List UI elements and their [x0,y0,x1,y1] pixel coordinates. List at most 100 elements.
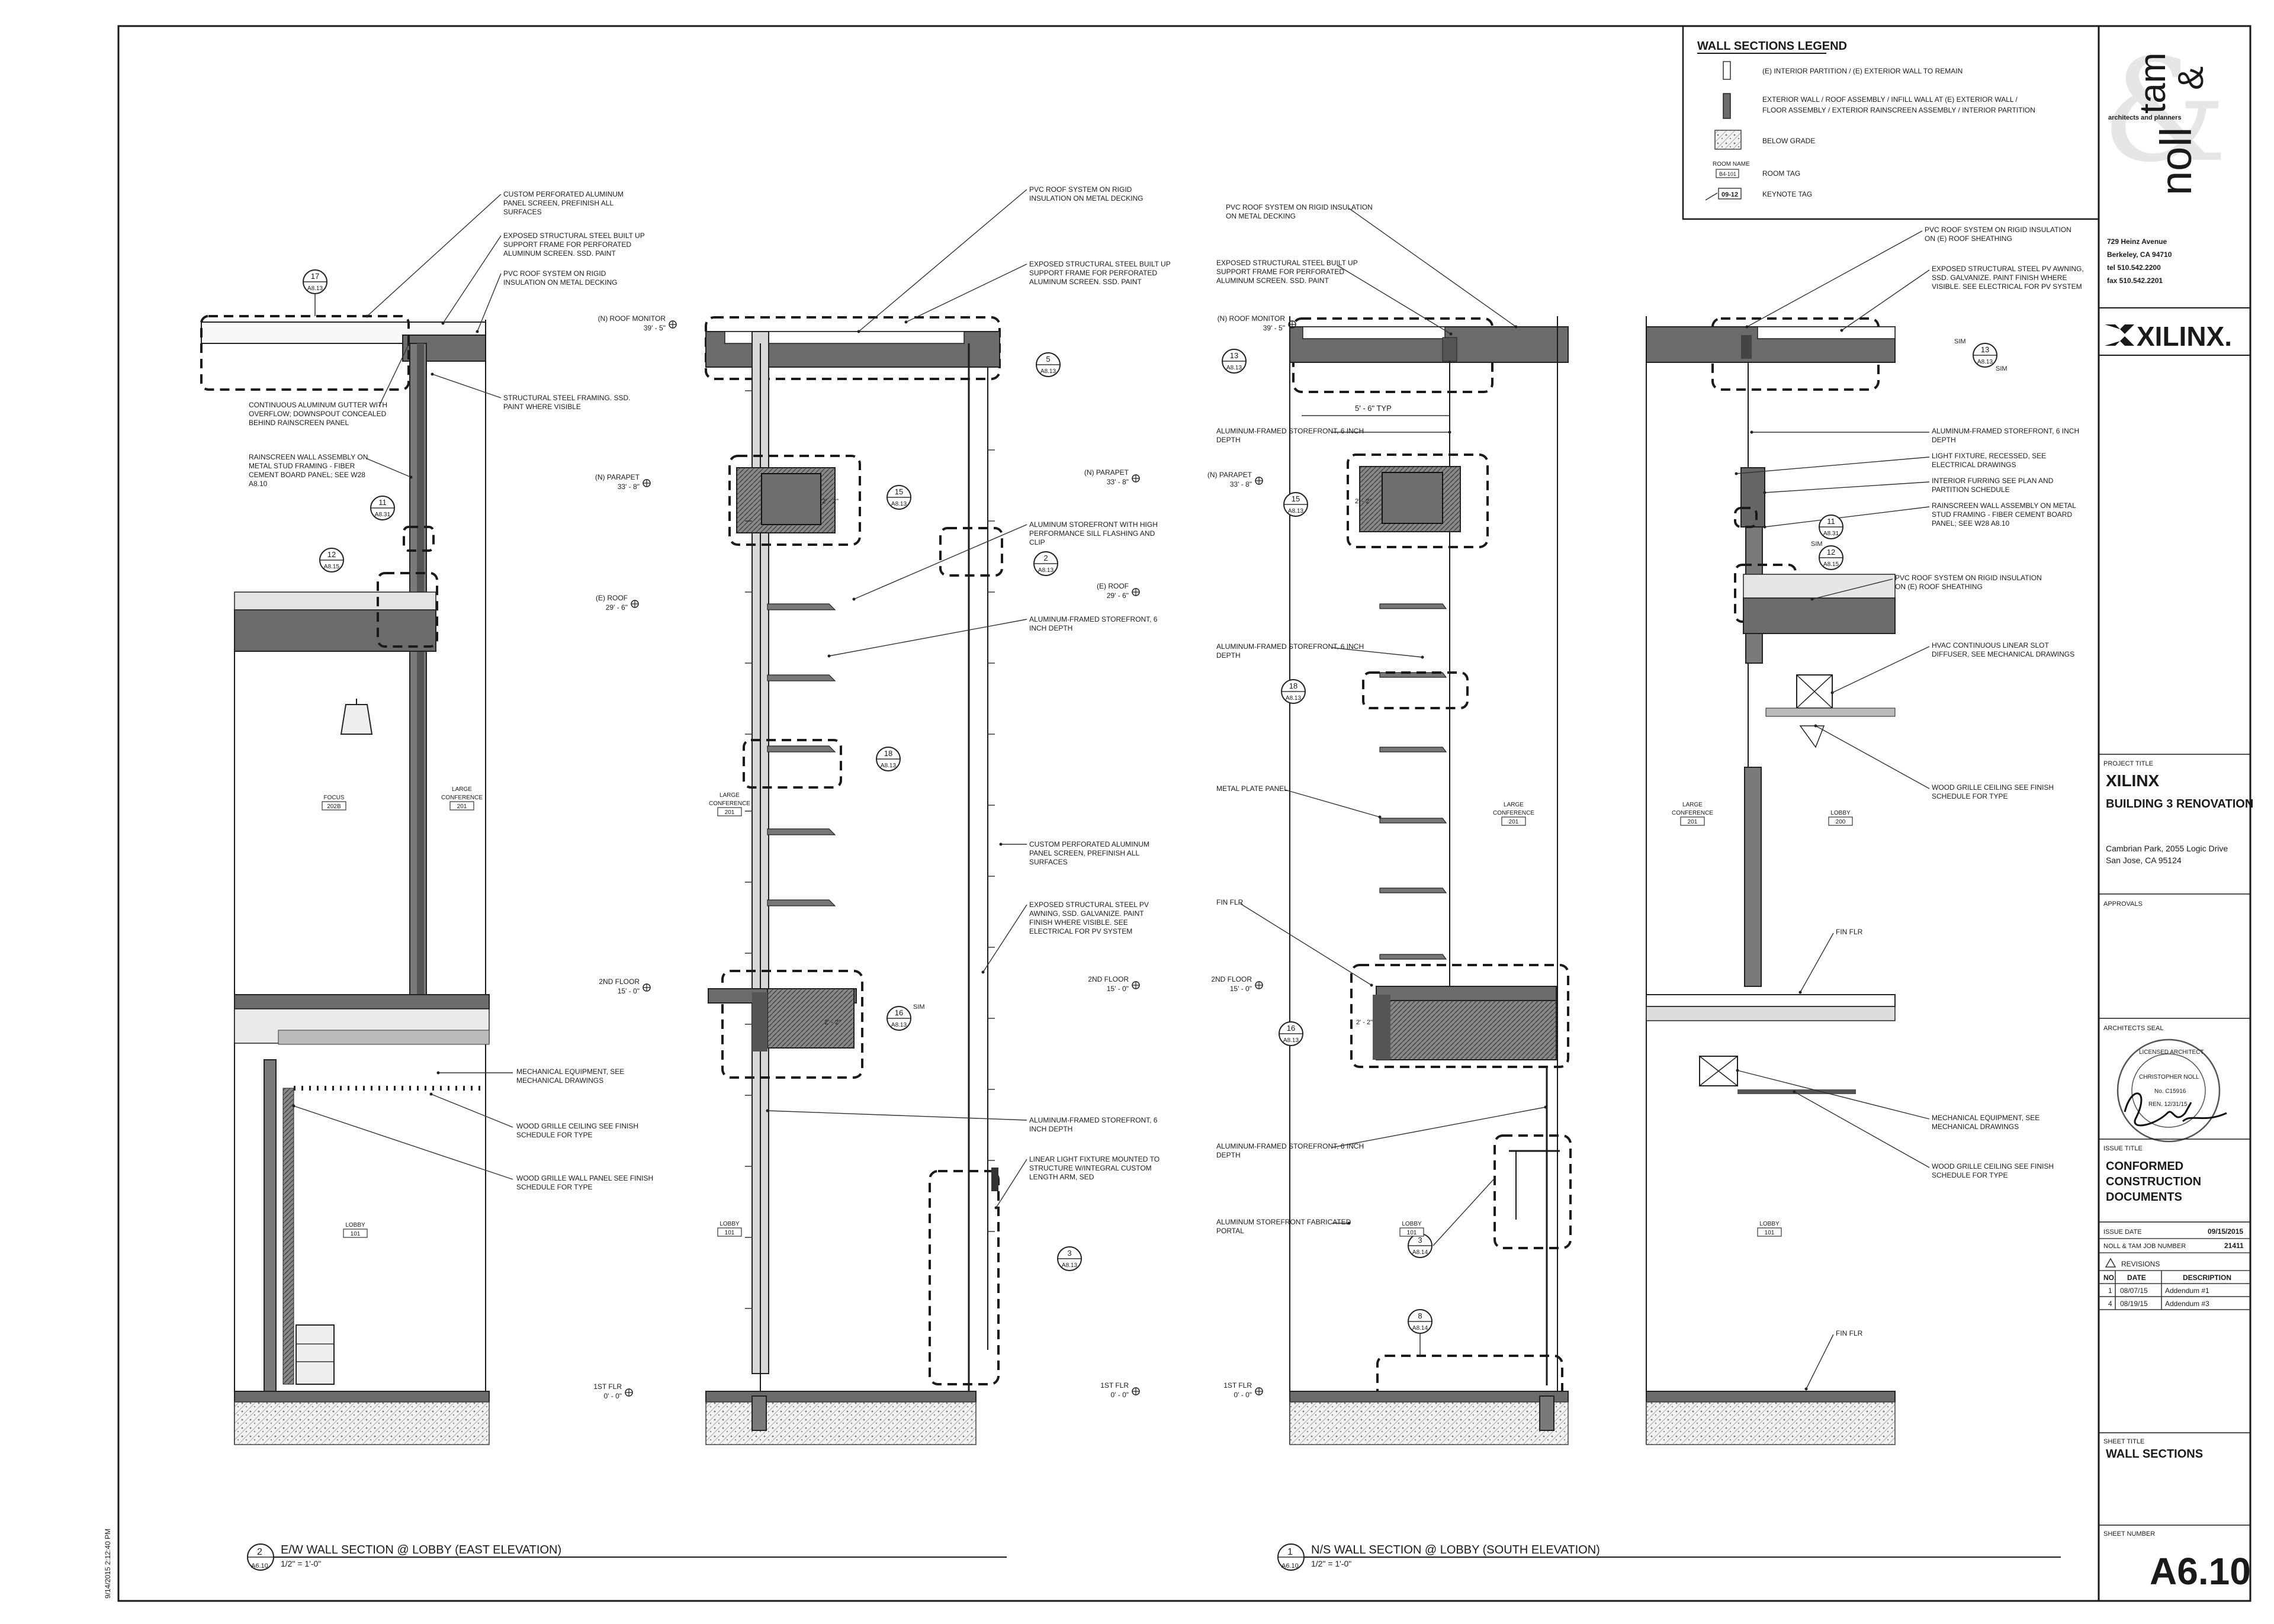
level-parapet-b-name: (N) PARAPET [1084,468,1129,477]
level-2nd-floor-c-name: 2ND FLOOR [1211,975,1252,983]
view-left-title: E/W WALL SECTION @ LOBBY (EAST ELEVATION… [281,1543,561,1557]
room-lobby-b-number: 101 [725,1230,735,1236]
note-s4-mech-line-2: MECHANICAL DRAWINGS [1932,1123,2019,1131]
note-s3-pvc-roof-line-2: ON METAL DECKING [1226,212,1296,220]
note-wood-grille-panel-line-2: SCHEDULE FOR TYPE [516,1183,592,1191]
note-s2-perforated-screen-leader-dot [999,842,1003,846]
note-s2-light-fixture-line-2: STRUCTURE W/INTEGRAL CUSTOM [1029,1164,1152,1172]
note-s3-storefront-mid-leader-dot [1421,655,1424,659]
note-s3-metal-plate-line-1: METAL PLATE PANEL [1216,784,1288,793]
callout-17-sheet-ref: A8.13 [307,285,323,292]
callout-16-b-number: 16 [1287,1024,1295,1033]
note-s2-perforated-screen-line-3: SURFACES [1029,858,1068,866]
callout-16-a-sheet-ref: A8.13 [891,1022,907,1028]
note-steel-support-line-2: SUPPORT FRAME FOR PERFORATED [503,240,631,249]
level-parapet-c-elev: 33' - 8" [1230,480,1252,488]
note-s4-grille-line-1: WOOD GRILLE CEILING SEE FINISH [1932,783,2054,792]
callout-3-b-sheet-ref: A8.14 [1412,1249,1428,1256]
note-s4-fin-flr-line-1: FIN FLR [1836,928,1863,936]
architect-seal: LICENSED ARCHITECT CHRISTOPHER NOLL No. … [2116,1038,2227,1143]
callout-15-a-number: 15 [895,487,903,496]
issue-title-label: ISSUE TITLE [2103,1145,2143,1152]
note-s4-rainscreen-line-2: STUD FRAMING - FIBER CEMENT BOARD [1932,510,2072,519]
room-large-conference-c-name-2: CONFERENCE [1493,810,1534,816]
callout-17-number: 17 [311,272,319,281]
note-s2-storefront-line-2: INCH DEPTH [1029,624,1072,632]
note-s2-light-fixture-leader [995,1159,1027,1208]
note-s3-storefront-low-leader [1332,1107,1546,1148]
note-s2-light-fixture-line-3: LENGTH ARM, SED [1029,1173,1094,1181]
sheet-title: WALL SECTIONS [2106,1448,2203,1461]
note-s4-pvc-roof-existing-line-1: PVC ROOF SYSTEM ON RIGID INSULATION [1895,574,2042,582]
note-s3-steel-support-leader-dot [1449,332,1453,336]
note-s4-rainscreen-line-1: RAINSCREEN WALL ASSEMBLY ON METAL [1932,501,2076,510]
note-s4-pvc-roof-leader-dot [1745,325,1749,329]
view-title-right: 1 A6.10 N/S WALL SECTION @ LOBBY (SOUTH … [1277,1543,2061,1571]
revisions-header-description: DESCRIPTION [2183,1274,2231,1282]
seal-name: CHRISTOPHER NOLL [2139,1074,2199,1080]
storefront-fin [1379,818,1447,824]
note-wood-grille-ceiling-line-1: WOOD GRILLE CEILING SEE FINISH [516,1122,638,1130]
note-s4-light-fixture-leader [1736,456,1930,474]
callout-11-a-number: 11 [378,498,387,507]
level-e-roof-a-elev: 29' - 6" [606,603,628,612]
revision-row-2-date: 08/19/15 [2120,1300,2148,1308]
view-left-scale: 1/2" = 1'-0" [281,1559,321,1568]
callout-16-a-number: 16 [895,1008,903,1017]
note-s4-grille-leader [1815,725,1930,789]
issue-line-3: DOCUMENTS [2106,1191,2182,1204]
room-large-conference-b-name-2: CONFERENCE [709,800,750,807]
dim-2-2-b: 2' - 2" [824,1019,841,1026]
note-structural-framing-leader [432,374,502,398]
firm-name-amp: & [2171,66,2211,90]
note-s4-grille-line-2: SCHEDULE FOR TYPE [1932,792,2008,800]
note-s4-rainscreen-leader-dot [1763,525,1766,529]
room-large-conference-b-number: 201 [725,809,735,816]
sim-label-c: SIM [1996,365,2008,372]
seal-ring-text: LICENSED ARCHITECT [2139,1049,2204,1056]
room-focus-number: 202B [327,803,341,810]
level-1st-floor-c-name: 1ST FLR [1223,1381,1252,1390]
dim-typ-label: 5' - 6" TYP [1355,404,1392,413]
note-s2-light-fixture-line-1: LINEAR LIGHT FIXTURE MOUNTED TO [1029,1155,1160,1163]
note-rainscreen-leader [365,458,412,478]
note-wood-grille-panel-leader [293,1105,513,1180]
note-s2-storefront-high-leader-dot [852,597,856,601]
callout-18-b-number: 18 [1289,681,1297,690]
seal-signature [2124,1092,2227,1127]
level-roof-monitor-b-name: (N) ROOF MONITOR [1218,314,1286,323]
room-large-conference-d-name-1: LARGE [1682,802,1703,808]
note-s4-furring-leader-dot [1763,491,1766,494]
callout-5-number: 5 [1046,355,1050,364]
storefront-fin [1379,954,1447,960]
approvals-label: APPROVALS [2103,901,2143,908]
firm-address-1: 729 Heinz Avenue [2107,237,2167,246]
callout-16-b-sheet-ref: A8.13 [1283,1037,1299,1044]
callout-2-number: 2 [1043,554,1048,562]
revision-row-1-date: 08/07/15 [2120,1287,2148,1295]
legend-item-room-tag: ROOM TAG [1762,169,1800,178]
note-s2-storefront-high-line-2: PERFORMANCE SILL FLASHING AND [1029,529,1155,538]
note-s4-storefront-leader-dot [1750,430,1753,434]
note-s4-mech-leader-dot [1736,1069,1739,1072]
note-s2-pv-awning-leader-dot [981,970,985,974]
legend-item-keynote-tag: KEYNOTE TAG [1762,190,1812,198]
note-s4-pvc-roof-existing-leader-dot [1810,597,1814,601]
note-s2-storefront-high-line-3: CLIP [1029,538,1045,546]
room-large-conference-a-number: 201 [457,803,467,810]
firm-tagline: architects and planners [2108,114,2182,121]
note-s4-pvc-roof-existing-leader [1812,578,1893,600]
level-2nd-floor-c-elev: 15' - 0" [1230,985,1252,993]
note-s2-storefront-lower-leader-dot [766,1109,769,1112]
callout-3-a-number: 3 [1067,1249,1071,1258]
room-lobby-d-number: 101 [1765,1230,1775,1236]
note-s3-storefront-leader-dot [1448,430,1451,434]
note-s3-portal-leader-dot [1347,1221,1351,1225]
note-s2-storefront-line-1: ALUMINUM-FRAMED STOREFRONT, 6 [1029,615,1158,623]
note-s2-pv-awning-line-3: FINISH WHERE VISIBLE. SEE [1029,918,1128,927]
note-s4-grille-lower-leader-dot [1793,1090,1796,1094]
callout-12-a-sheet-ref: A8.15 [324,564,340,570]
note-s4-furring-line-1: INTERIOR FURRING SEE PLAN AND [1932,477,2054,485]
note-structural-framing-line-1: STRUCTURAL STEEL FRAMING. SSD. [503,394,630,402]
